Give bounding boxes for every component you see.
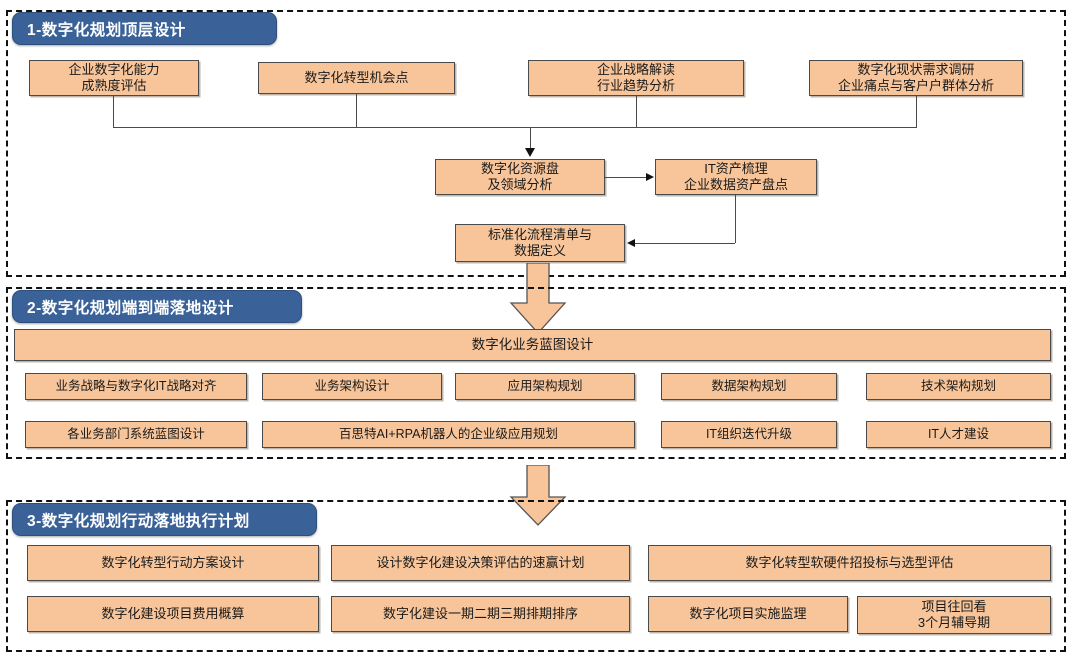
s1-connector-drop-3: [636, 96, 637, 127]
s1-connector-drop-4: [916, 96, 917, 127]
s1-connector-drop-2: [356, 94, 357, 127]
s2-box-data-architecture[interactable]: 数据架构规划: [661, 373, 837, 400]
s2-box-application-architecture[interactable]: 应用架构规划: [455, 373, 635, 400]
s1-arrowhead-to-asset: [646, 172, 654, 181]
section-3-frame: [6, 500, 1066, 652]
s1-connector-bus: [113, 127, 917, 128]
s1-box-strategy-interpretation[interactable]: 企业战略解读 行业趋势分析: [528, 60, 744, 96]
s2-box-it-talent-development[interactable]: IT人才建设: [866, 421, 1051, 448]
section-1-header: 1-数字化规划顶层设计: [12, 12, 277, 45]
s1-arrowhead-to-standard-process: [627, 238, 635, 247]
s1-box-current-state-research[interactable]: 数字化现状需求调研 企业痛点与客户户群体分析: [809, 60, 1023, 96]
s1-box-resource-inventory[interactable]: 数字化资源盘 及领域分析: [435, 159, 605, 195]
s2-box-business-architecture[interactable]: 业务架构设计: [262, 373, 442, 400]
s3-box-quick-win-plan[interactable]: 设计数字化建设决策评估的速赢计划: [331, 545, 630, 581]
s1-connector-asset-left: [635, 243, 735, 244]
s1-connector-resource-to-asset: [605, 177, 647, 178]
s3-box-project-cost-estimate[interactable]: 数字化建设项目费用概算: [27, 596, 319, 632]
block-arrow-section1-to-section2: [509, 263, 567, 335]
s2-banner-business-blueprint[interactable]: 数字化业务蓝图设计: [14, 329, 1051, 361]
s1-box-transformation-opportunities[interactable]: 数字化转型机会点: [258, 62, 455, 94]
section-2-header: 2-数字化规划端到端落地设计: [12, 290, 302, 323]
s1-connector-drop-1: [113, 96, 114, 127]
s2-box-ai-rpa-application-plan[interactable]: 百思特AI+RPA机器人的企业级应用规划: [262, 421, 635, 448]
s1-box-capability-maturity[interactable]: 企业数字化能力 成熟度评估: [29, 60, 199, 96]
s3-box-transformation-action-plan[interactable]: 数字化转型行动方案设计: [27, 545, 319, 581]
s1-box-it-asset-inventory[interactable]: IT资产梳理 企业数据资产盘点: [655, 159, 817, 195]
s2-box-it-org-iteration[interactable]: IT组织迭代升级: [661, 421, 837, 448]
s2-box-department-blueprints[interactable]: 各业务部门系统蓝图设计: [25, 421, 247, 448]
s3-box-phase-scheduling[interactable]: 数字化建设一期二期三期排期排序: [331, 596, 630, 632]
s1-arrowhead-to-resource: [525, 148, 535, 157]
section-2-frame: [6, 287, 1066, 459]
s2-box-technology-architecture[interactable]: 技术架构规划: [866, 373, 1051, 400]
s1-connector-asset-down: [735, 195, 736, 243]
block-arrow-section2-to-section3: [509, 465, 567, 527]
section-3-header: 3-数字化规划行动落地执行计划: [12, 503, 317, 536]
s3-box-retrospective-coaching[interactable]: 项目往回看 3个月辅导期: [857, 596, 1051, 634]
s1-box-standard-process[interactable]: 标准化流程清单与 数据定义: [455, 224, 625, 262]
s3-box-hardware-software-bidding[interactable]: 数字化转型软硬件招投标与选型评估: [648, 545, 1051, 581]
s3-box-project-supervision[interactable]: 数字化项目实施监理: [648, 596, 848, 632]
s2-box-strategy-alignment[interactable]: 业务战略与数字化IT战略对齐: [25, 373, 247, 400]
s1-connector-merge-down: [530, 127, 531, 152]
